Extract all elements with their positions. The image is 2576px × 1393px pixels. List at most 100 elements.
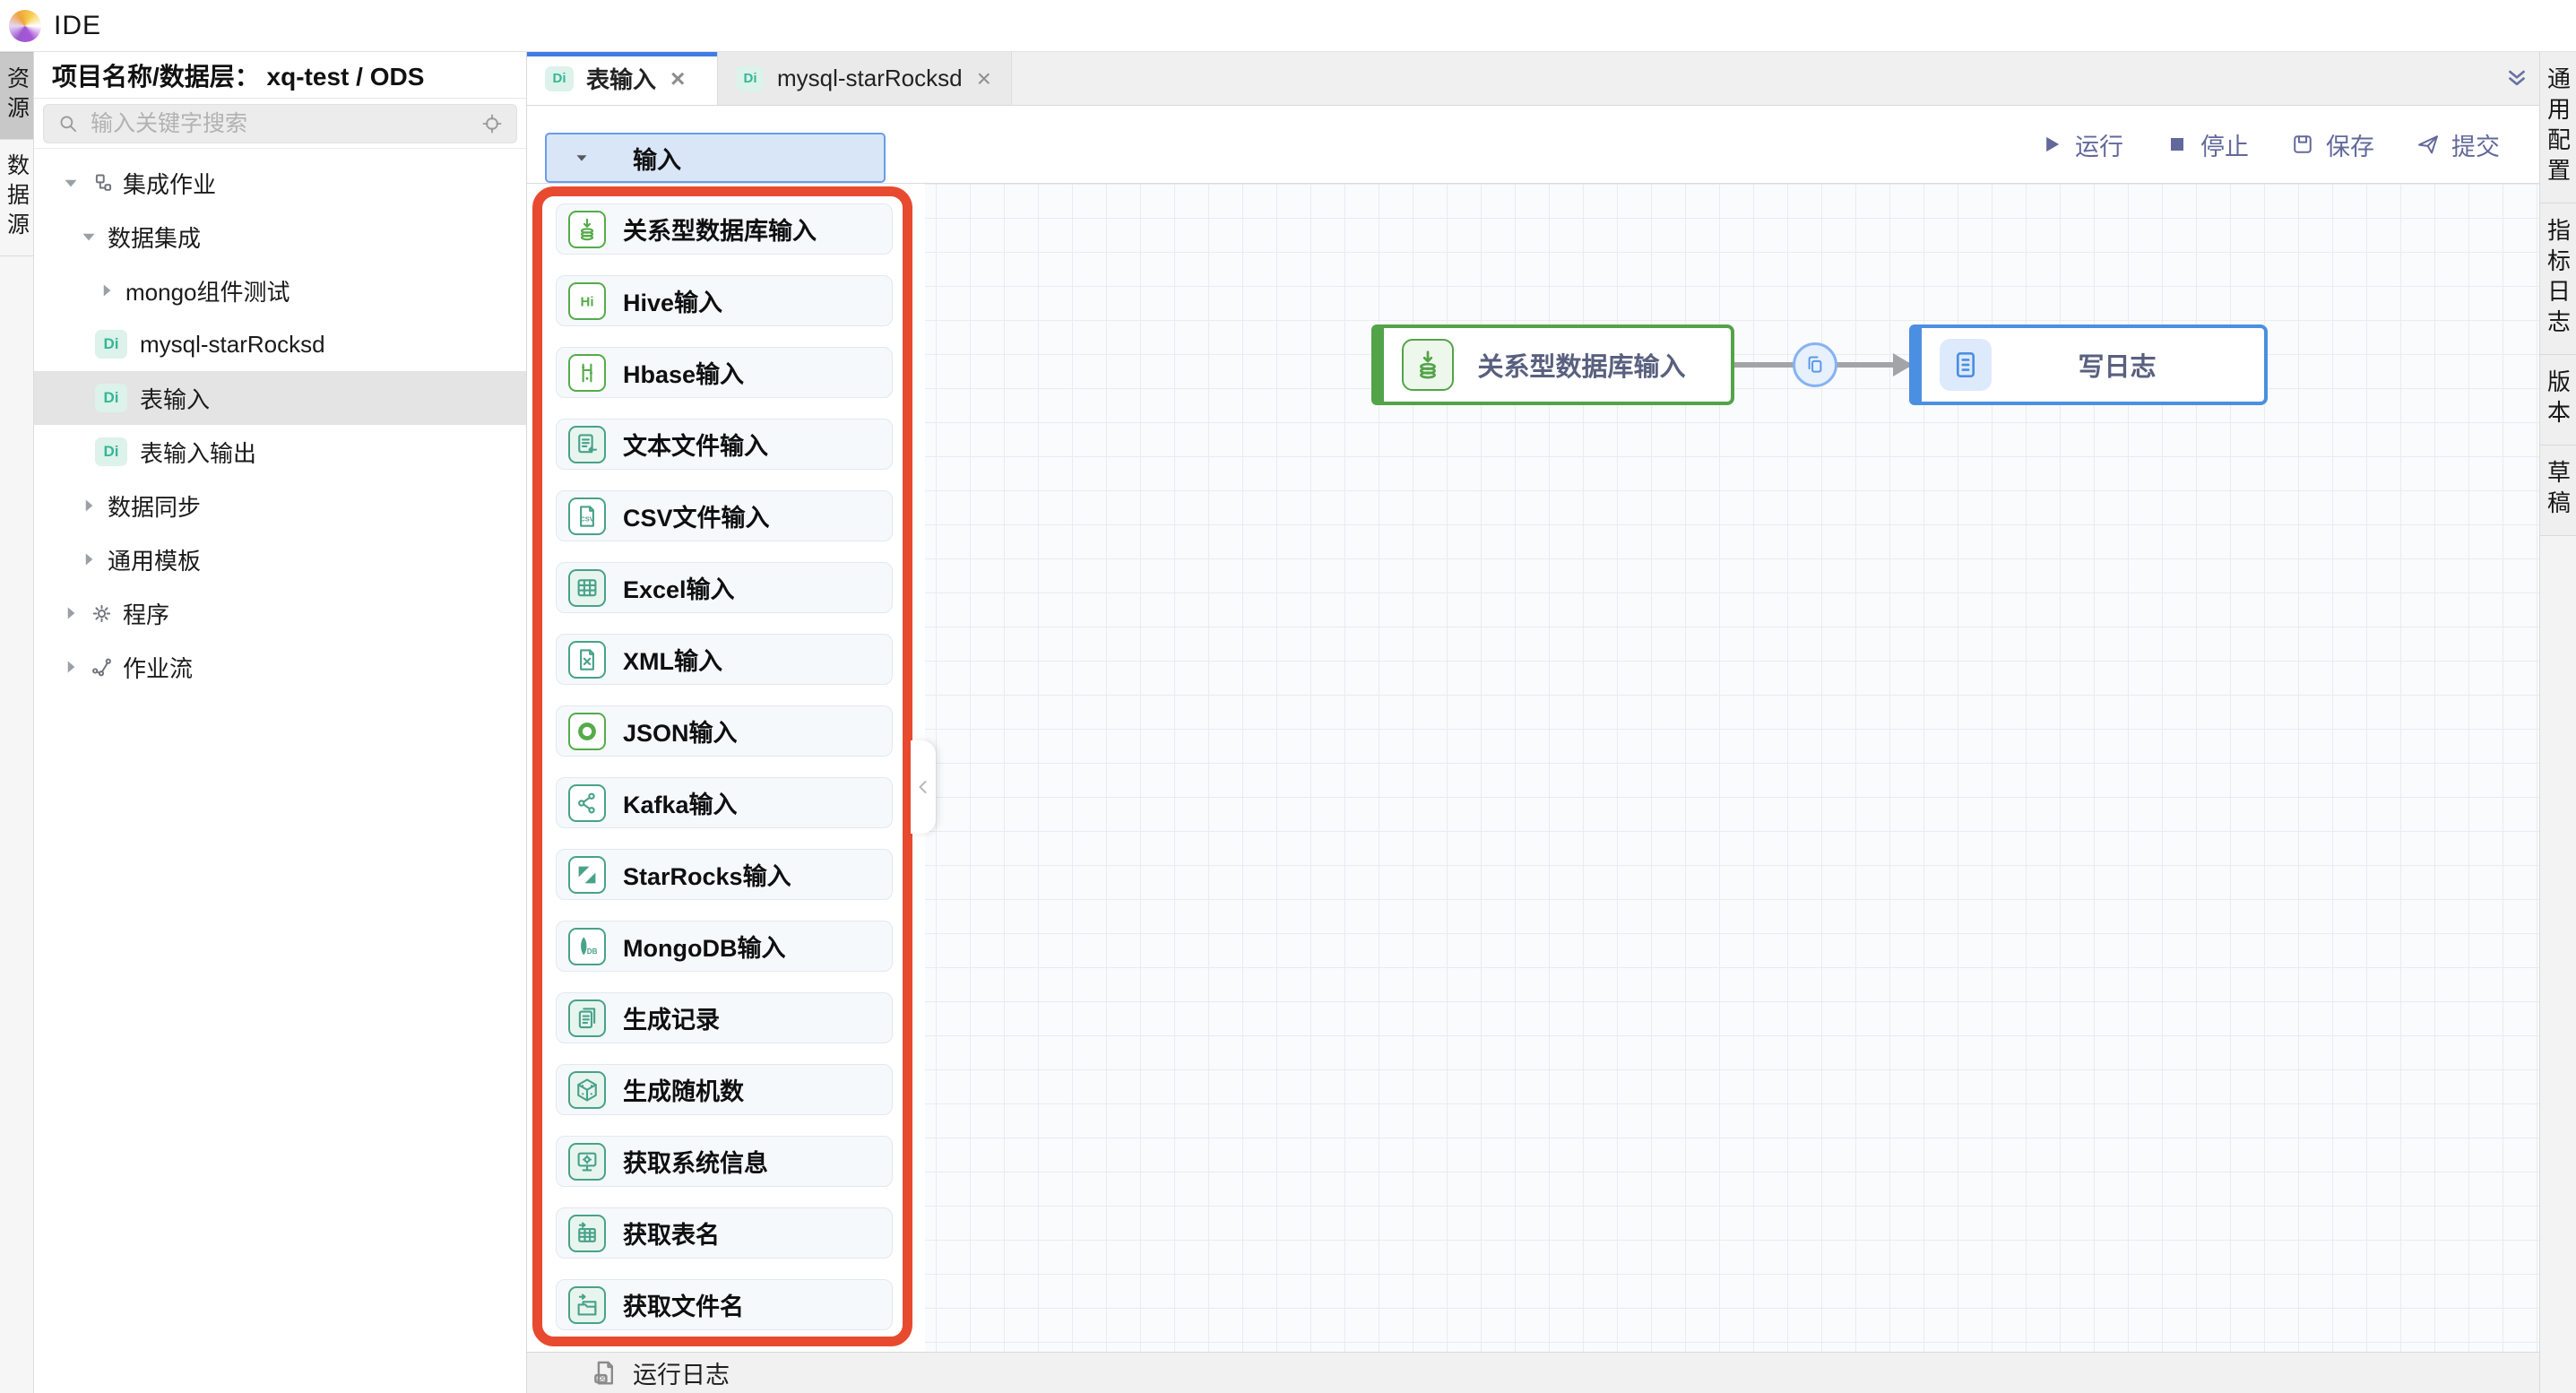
palette-item[interactable]: StarRocks输入 (556, 849, 893, 900)
search-icon (56, 112, 80, 135)
search-input[interactable] (91, 110, 470, 137)
palette-item[interactable]: 生成随机数 (556, 1064, 893, 1115)
records-icon (568, 999, 606, 1037)
palette-group-dropdown[interactable]: 输入 (545, 133, 886, 183)
di-badge: Di (95, 437, 127, 466)
tree-item[interactable]: 通用模板 (34, 532, 526, 586)
palette-item[interactable]: Hi Hive输入 (556, 275, 893, 326)
tree-item-label: 作业流 (123, 654, 194, 682)
palette-item-label: XML输入 (623, 648, 722, 675)
tree-item[interactable]: Di mysql-starRocksd (34, 317, 526, 371)
copy-icon (1802, 352, 1828, 377)
palette-item-label: 获取文件名 (623, 1294, 744, 1320)
tree-item-label: mongo组件测试 (125, 278, 290, 306)
palette-item[interactable]: 获取文件名 (556, 1279, 893, 1330)
palette-item[interactable]: CSV CSV文件输入 (556, 490, 893, 541)
svg-text:DB: DB (587, 947, 598, 956)
caret-right-icon[interactable] (95, 279, 118, 302)
caret-right-icon[interactable] (59, 601, 82, 625)
chevron-down-icon (572, 148, 592, 168)
di-badge: Di (95, 330, 127, 359)
tree-item-label: mysql-starRocksd (140, 330, 325, 358)
right-panel-tab-label: 通用配置 (2544, 66, 2572, 188)
run-log-bar[interactable]: LOG 运行日志 (527, 1352, 2539, 1393)
right-panel-tab-label: 指标日志 (2544, 218, 2572, 340)
activity-tab-datasources[interactable]: 数据源 (0, 140, 33, 256)
palette-item[interactable]: 文本文件输入 (556, 419, 893, 470)
run-log-icon: LOG (590, 1358, 620, 1389)
palette-item[interactable]: 获取表名 (556, 1207, 893, 1259)
orgchart-icon (90, 171, 114, 195)
submit-button[interactable]: 提交 (2416, 127, 2500, 162)
activity-tab-label: 数据源 (4, 153, 30, 242)
caret-right-icon[interactable] (59, 655, 82, 679)
tree-item[interactable]: 数据同步 (34, 479, 526, 532)
palette-item[interactable]: JSON输入 (556, 705, 893, 757)
tree-item[interactable]: mongo组件测试 (34, 264, 526, 317)
save-button[interactable]: 保存 (2290, 127, 2374, 162)
right-panel-tab-label: 草稿 (2544, 460, 2572, 521)
crosshair-icon[interactable] (480, 112, 504, 135)
palette-group-label: 输入 (633, 146, 681, 174)
palette-item-label: JSON输入 (623, 720, 738, 747)
palette-item[interactable]: 生成记录 (556, 992, 893, 1043)
right-panel-tab[interactable]: 指标日志 (2540, 203, 2576, 355)
palette-item[interactable]: 获取系统信息 (556, 1136, 893, 1187)
toolbar-button-label: 停止 (2200, 133, 2249, 160)
play-button[interactable]: 运行 (2039, 127, 2123, 162)
activity-tab-resources[interactable]: 资源 (0, 52, 33, 140)
palette-item[interactable]: Hbase输入 (556, 347, 893, 398)
palette-list: 关系型数据库输入 Hi Hive输入 Hbase输入文本文件输入 CSV CSV文件输入 E… (556, 203, 893, 1351)
palette-item-label: Hive输入 (623, 290, 723, 316)
caret-right-icon[interactable] (77, 494, 100, 517)
mongodb-icon: DB (568, 927, 606, 965)
db-input-icon (568, 210, 606, 248)
right-panel-tab-label: 版本 (2544, 369, 2572, 430)
close-icon[interactable]: × (976, 64, 991, 92)
workflow-icon (90, 655, 114, 679)
caret-down-icon[interactable] (77, 225, 100, 248)
flow-node-write-log[interactable]: 写日志 (1909, 324, 2268, 405)
palette-item[interactable]: XML输入 (556, 634, 893, 685)
right-panel-tab[interactable]: 草稿 (2540, 446, 2576, 536)
svg-text:LOG: LOG (595, 1377, 607, 1382)
connector-copy-badge[interactable] (1793, 342, 1837, 387)
tree-item[interactable]: 作业流 (34, 640, 526, 694)
caret-right-icon[interactable] (77, 548, 100, 571)
palette-item-label: 获取系统信息 (623, 1150, 768, 1177)
tree-item[interactable]: 程序 (34, 586, 526, 640)
tree-item[interactable]: 集成作业 (34, 156, 526, 210)
palette-item[interactable]: Excel输入 (556, 562, 893, 613)
right-panel-tab[interactable]: 版本 (2540, 355, 2576, 446)
activity-bar: 资源数据源 (0, 52, 34, 1393)
tree-item[interactable]: 数据集成 (34, 210, 526, 264)
csv-icon: CSV (568, 497, 606, 535)
starrocks-icon (568, 855, 606, 894)
palette-item-label: CSV文件输入 (623, 505, 770, 532)
di-badge: Di (736, 65, 765, 91)
palette-item[interactable]: Kafka输入 (556, 777, 893, 828)
palette-item-label: 生成记录 (623, 1007, 720, 1034)
stop-button[interactable]: 停止 (2165, 127, 2249, 162)
palette-item[interactable]: 关系型数据库输入 (556, 203, 893, 255)
flow-node-db-input[interactable]: 关系型数据库输入 (1371, 324, 1734, 405)
palette-item-label: 获取表名 (623, 1222, 720, 1249)
text-file-icon (568, 425, 606, 463)
hive-icon: Hi (568, 281, 606, 320)
palette-item-label: StarRocks输入 (623, 863, 791, 890)
tree-item-label: 数据同步 (108, 493, 202, 521)
caret-down-icon[interactable] (59, 171, 82, 195)
close-icon[interactable]: × (670, 64, 686, 92)
toolbar-button-label: 运行 (2075, 133, 2123, 160)
palette-collapse-handle[interactable] (911, 740, 936, 834)
double-chevron-down-icon[interactable] (2503, 65, 2530, 91)
right-panel-tab[interactable]: 通用配置 (2540, 52, 2576, 203)
save-icon (2290, 132, 2315, 157)
json-icon (568, 712, 606, 750)
